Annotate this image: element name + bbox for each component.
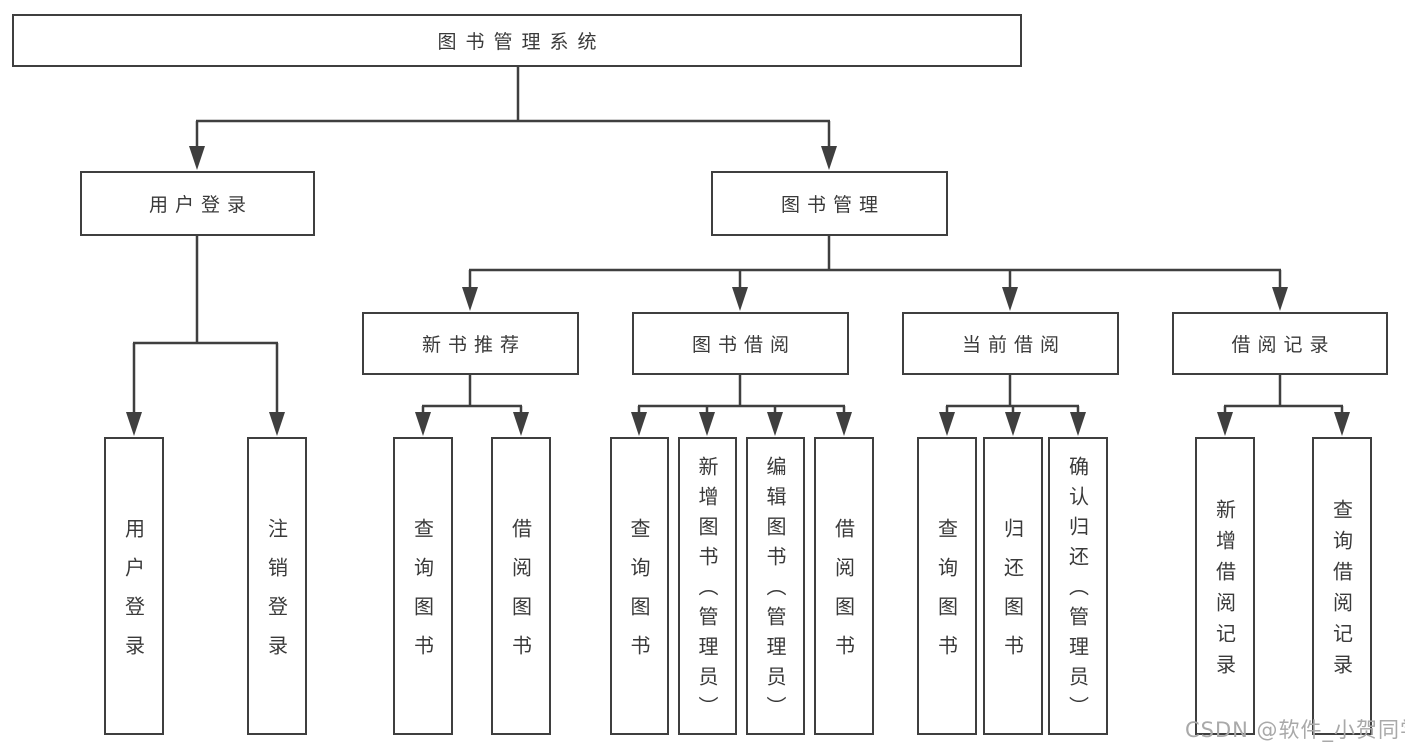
node-root: 图书管理系统 (12, 14, 1022, 67)
leaf-query-borrowing-record: 查询借阅记录 (1312, 437, 1372, 735)
leaf-query-books-current: 查询图书 (917, 437, 977, 735)
leaf-add-borrowing-record-label: 新增借阅记录 (1212, 498, 1237, 685)
leaf-borrow-books-label: 借阅图书 (831, 517, 856, 674)
leaf-user-login-label: 用户登录 (121, 517, 146, 674)
node-book-borrowing: 图书借阅 (632, 312, 849, 375)
leaf-borrow-books-recommend: 借阅图书 (491, 437, 551, 735)
node-root-label: 图书管理系统 (437, 31, 606, 53)
leaf-logout-login-label: 注销登录 (264, 517, 289, 674)
leaf-add-borrowing-record: 新增借阅记录 (1195, 437, 1255, 735)
node-new-book-recommendation: 新书推荐 (362, 312, 579, 375)
node-book-borrowing-label: 图书借阅 (691, 334, 796, 356)
leaf-borrow-books-recommend-label: 借阅图书 (508, 517, 533, 674)
node-borrowing-records: 借阅记录 (1172, 312, 1388, 375)
leaf-query-books-borrowing-label: 查询图书 (627, 517, 651, 674)
leaf-add-book-admin: 新增图书（管理员） (678, 437, 737, 735)
node-borrowing-records-label: 借阅记录 (1231, 334, 1336, 356)
leaf-query-books-borrowing: 查询图书 (610, 437, 669, 735)
leaf-confirm-return-admin-label: 确认归还（管理员） (1065, 456, 1090, 726)
leaf-return-books-label: 归还图书 (1000, 517, 1025, 674)
leaf-edit-book-admin: 编辑图书（管理员） (746, 437, 805, 735)
leaf-query-borrowing-record-label: 查询借阅记录 (1329, 498, 1354, 685)
leaf-query-books-current-label: 查询图书 (934, 517, 959, 674)
node-book-management-label: 图书管理 (780, 194, 885, 216)
leaf-confirm-return-admin: 确认归还（管理员） (1048, 437, 1108, 735)
leaf-user-login: 用户登录 (104, 437, 164, 735)
leaf-borrow-books: 借阅图书 (814, 437, 874, 735)
node-book-management: 图书管理 (711, 171, 948, 236)
leaf-return-books: 归还图书 (983, 437, 1043, 735)
csdn-watermark: CSDN @软件_小贺同学 (1185, 718, 1405, 742)
node-user-login-label: 用户登录 (148, 194, 253, 216)
leaf-add-book-admin-label: 新增图书（管理员） (695, 456, 719, 726)
node-current-borrowing: 当前借阅 (902, 312, 1119, 375)
leaf-edit-book-admin-label: 编辑图书（管理员） (763, 456, 787, 726)
arrowheads (126, 146, 1350, 436)
node-user-login: 用户登录 (80, 171, 315, 236)
leaf-query-books-recommend: 查询图书 (393, 437, 453, 735)
node-current-borrowing-label: 当前借阅 (961, 334, 1066, 356)
node-new-book-recommendation-label: 新书推荐 (421, 334, 526, 356)
leaf-query-books-recommend-label: 查询图书 (410, 517, 435, 674)
leaf-logout-login: 注销登录 (247, 437, 307, 735)
